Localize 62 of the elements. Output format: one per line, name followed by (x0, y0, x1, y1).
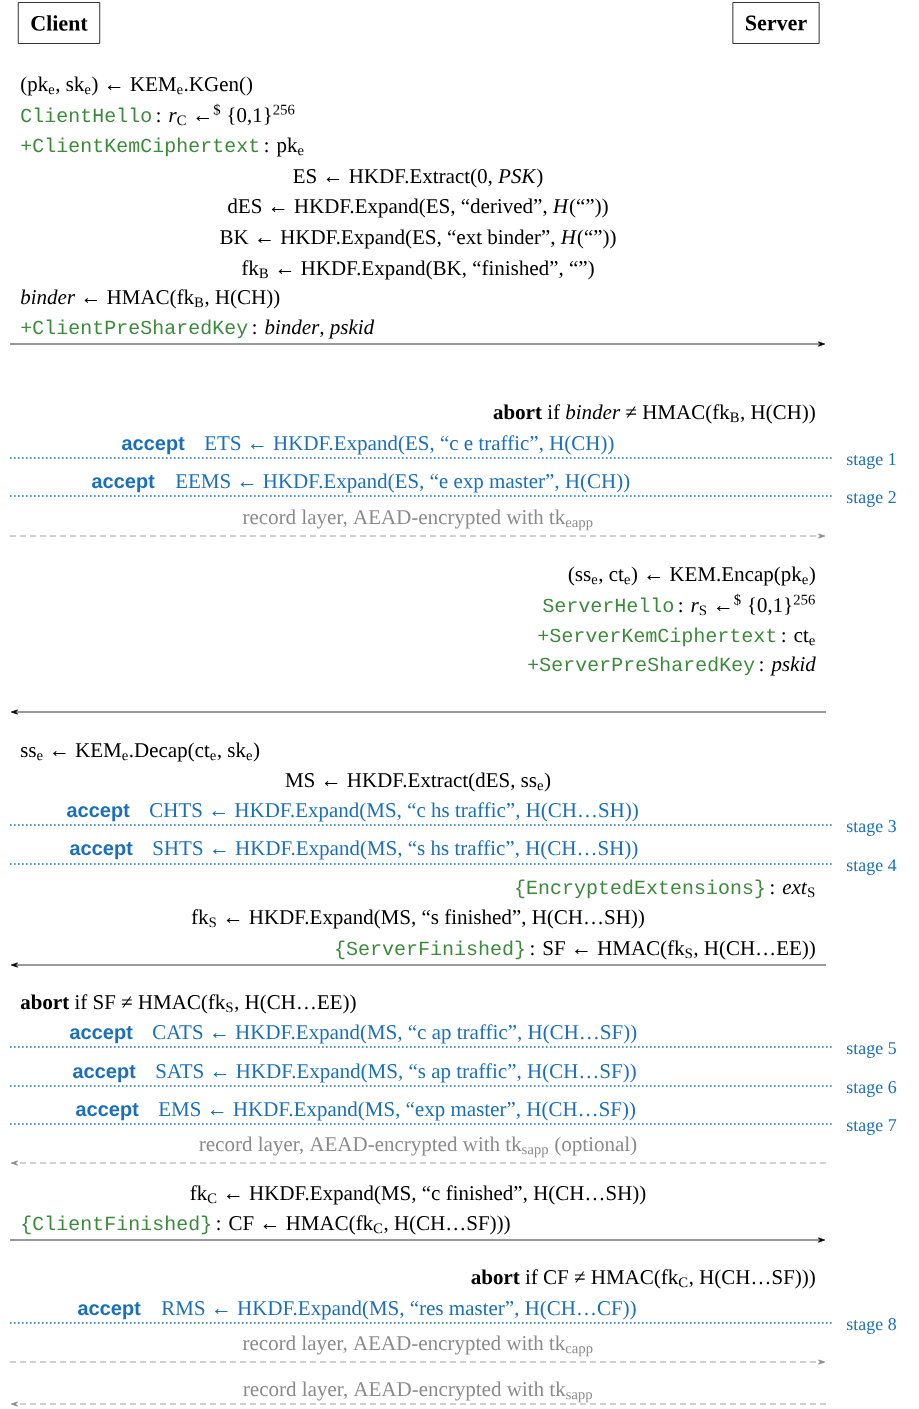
stage-label: stage 3 (846, 820, 896, 836)
formula-text: : SF ← HMAC(fk$_{S}$, H(CH…EE)) (531, 940, 815, 960)
key-derivation-text: RMS ← HKDF.Expand(MS, “res master”, H(CH…CF)) (161, 1300, 636, 1320)
message-name: +ClientKemCiphertext (21, 137, 259, 157)
stage-label: stage 2 (846, 491, 896, 507)
formula-text: fk$_{B}$ ← HKDF.Expand(BK, “finished”, “”) (242, 260, 594, 280)
key-derivation-text: EEMS ← HKDF.Expand(ES, “e exp master”, H(CH)) (175, 473, 630, 493)
message-name: +ClientPreSharedKey (21, 319, 248, 339)
formula-text: : ct$_{e}$ (782, 630, 815, 646)
key-derivation-text: EMS ← HKDF.Expand(MS, “exp master”, H(CH…SF)) (158, 1101, 636, 1121)
formula-text: dES ← HKDF.Expand(ES, “derived”, H(“”)) (228, 198, 608, 218)
stage-label: stage 7 (846, 1119, 897, 1135)
formula-text: MS ← HKDF.Extract(dES, ss$_{e}$) (285, 772, 551, 792)
key-derivation-text: CATS ← HKDF.Expand(MS, “c ap traffic”, H(CH…SF)) (153, 1024, 637, 1044)
message-name: +ServerKemCiphertext (538, 627, 776, 647)
formula-text: : pk$_{e}$ (265, 137, 304, 157)
key-derivation-text: SHTS ← HKDF.Expand(MS, “s hs traffic”, H(CH…SH)) (153, 840, 638, 860)
accept-keyword: accept (70, 1025, 133, 1044)
record-layer-text: record layer, AEAD-encrypted with tk$_{eapp}$ (242, 509, 593, 531)
formula-text: : binder, pskid (253, 319, 375, 339)
formula-text: : r$_{S}$ ←$^{$}$ {0,1}$^{256}$ (679, 593, 815, 616)
accept-keyword: accept (70, 841, 133, 860)
formula-text: abort if CF ≠ HMAC(fk$_{C}$, H(CH…SF))) (471, 1269, 815, 1289)
message-name: {EncryptedExtensions} (516, 879, 764, 899)
formula-text: : pskid (760, 656, 816, 676)
role-box: Server (732, 2, 820, 44)
formula-text: fk$_{C}$ ← HKDF.Expand(MS, “c finished”, H(CH…SH)) (190, 1185, 646, 1205)
accept-keyword: accept (78, 1301, 141, 1320)
accept-keyword: accept (92, 474, 155, 493)
record-layer-text: record layer, AEAD-encrypted with tk$_{sapp}$ (243, 1381, 593, 1403)
formula-text: (pk$_{e}$, sk$_{e}$) ← KEM$_{e}$.KGen() (21, 76, 253, 96)
stage-label: stage 4 (846, 859, 897, 875)
formula-text: abort if SF ≠ HMAC(fk$_{S}$, H(CH…EE)) (20, 994, 356, 1014)
message-name: ClientHello (21, 107, 151, 123)
record-layer-text: record layer, AEAD-encrypted with tk$_{capp}$ (242, 1335, 593, 1357)
accept-keyword: accept (76, 1102, 139, 1121)
message-name: {ServerFinished} (336, 940, 524, 960)
key-derivation-text: CHTS ← HKDF.Expand(MS, “c hs traffic”, H(CH…SH)) (150, 802, 638, 822)
formula-text: binder ← HMAC(fk$_{B}$, H(CH)) (21, 289, 280, 309)
formula-text: abort if binder ≠ HMAC(fk$_{B}$, H(CH)) (493, 404, 815, 424)
formula-text: : r$_{C}$ ←$^{$}$ {0,1}$^{256}$ (157, 103, 295, 126)
formula-text: BK ← HKDF.Expand(ES, “ext binder”, H(“”)) (220, 229, 616, 249)
record-layer-text: record layer, AEAD-encrypted with tk$_{sapp}$ (optional) (199, 1136, 637, 1158)
key-derivation-text: ETS ← HKDF.Expand(ES, “c e traffic”, H(CH)) (204, 435, 614, 455)
stage-label: stage 1 (846, 453, 896, 469)
accept-keyword: accept (67, 803, 130, 822)
message-name: +ServerPreSharedKey (528, 656, 755, 676)
role-box: Client (17, 2, 101, 44)
stage-label: stage 8 (846, 1318, 896, 1334)
formula-text: ES ← HKDF.Extract(0, PSK) (293, 168, 543, 188)
stage-label: stage 6 (846, 1081, 897, 1097)
stage-label: stage 5 (846, 1042, 896, 1058)
message-name: {ClientFinished} (22, 1215, 210, 1235)
accept-keyword: accept (73, 1064, 136, 1083)
message-name: ServerHello (543, 597, 674, 613)
formula-text: ss$_{e}$ ← KEM$_{e}$.Decap(ct$_{e}$, sk$_{e}$) (21, 742, 260, 762)
formula-text: (ss$_{e}$, ct$_{e}$) ← KEM.Encap(pk$_{e}$) (568, 566, 815, 586)
formula-text: : CF ← HMAC(fk$_{C}$, H(CH…SF))) (217, 1215, 510, 1235)
key-derivation-text: SATS ← HKDF.Expand(MS, “s ap traffic”, H(CH…SF)) (156, 1063, 636, 1083)
formula-text: : ext$_{S}$ (771, 882, 815, 898)
accept-keyword: accept (122, 436, 185, 455)
formula-text: fk$_{S}$ ← HKDF.Expand(MS, “s finished”, H(CH…SH)) (191, 909, 644, 929)
